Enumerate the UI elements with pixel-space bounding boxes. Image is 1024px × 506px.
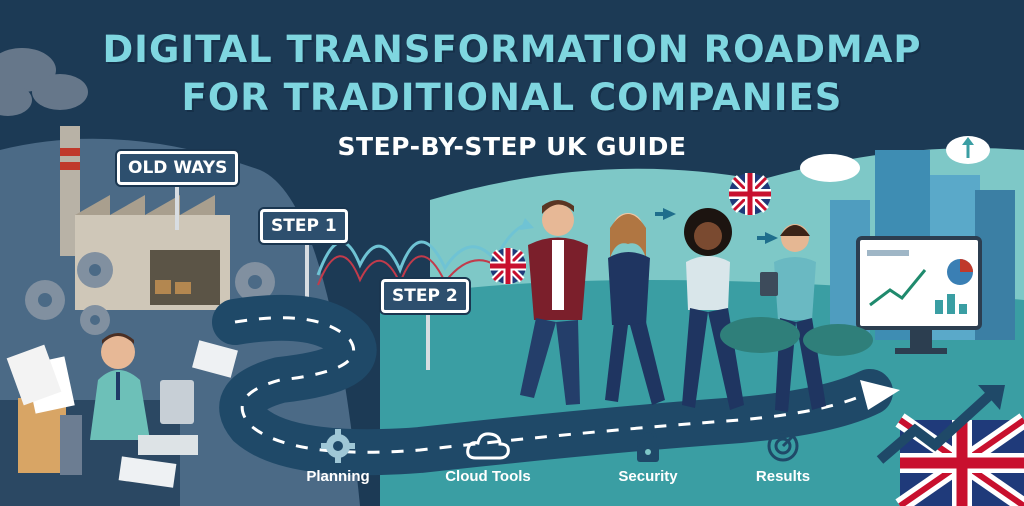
milestone-cloud-tools: Cloud Tools: [433, 428, 543, 485]
padlock-icon: [637, 429, 659, 462]
cloud-icon: [466, 432, 510, 460]
page-title-line-1: DIGITAL TRANSFORMATION ROADMAP: [102, 28, 922, 71]
target-icon: [767, 430, 799, 462]
growth-arrow-icon: [876, 385, 1005, 464]
old-ways-sign: OLD WAYS: [117, 151, 239, 185]
gear-icons: [25, 252, 275, 335]
cloud-upload-icon: [946, 136, 990, 164]
smoke-cloud: [0, 48, 88, 116]
calculator-icon: [160, 380, 194, 424]
milestone-label: Security: [618, 468, 678, 485]
uk-flag-icon: [729, 173, 771, 215]
page-title-line-2: FOR TRADITIONAL COMPANIES: [181, 76, 843, 119]
milestone-results: Results: [728, 428, 838, 485]
person-woman-suit: [605, 213, 665, 405]
bushes: [720, 317, 873, 356]
factory-building-icon: [75, 195, 230, 310]
step-2-sign: STEP 2: [381, 279, 469, 313]
milestone-security: Security: [593, 428, 703, 485]
step-1-sign: STEP 1: [260, 209, 348, 243]
paper-folders-icon: [6, 344, 82, 475]
road-arrow-head: [860, 380, 900, 410]
flying-papers-icon: [118, 340, 238, 488]
gear-icon: [321, 429, 355, 463]
milestone-label: Planning: [306, 468, 370, 485]
cloud-shape: [800, 154, 860, 182]
analytics-monitor: [856, 236, 982, 354]
milestone-label: Cloud Tools: [445, 468, 531, 485]
milestone-planning: Planning: [283, 428, 393, 485]
page-subtitle: STEP-BY-STEP UK GUIDE: [337, 132, 687, 161]
person-man-blazer: [520, 200, 588, 405]
tablet-icon: [760, 272, 778, 296]
person-woman-curly: [682, 208, 744, 410]
milestone-label: Results: [755, 468, 811, 485]
uk-flag-icon: [490, 248, 526, 284]
progress-arrows: [655, 208, 778, 244]
